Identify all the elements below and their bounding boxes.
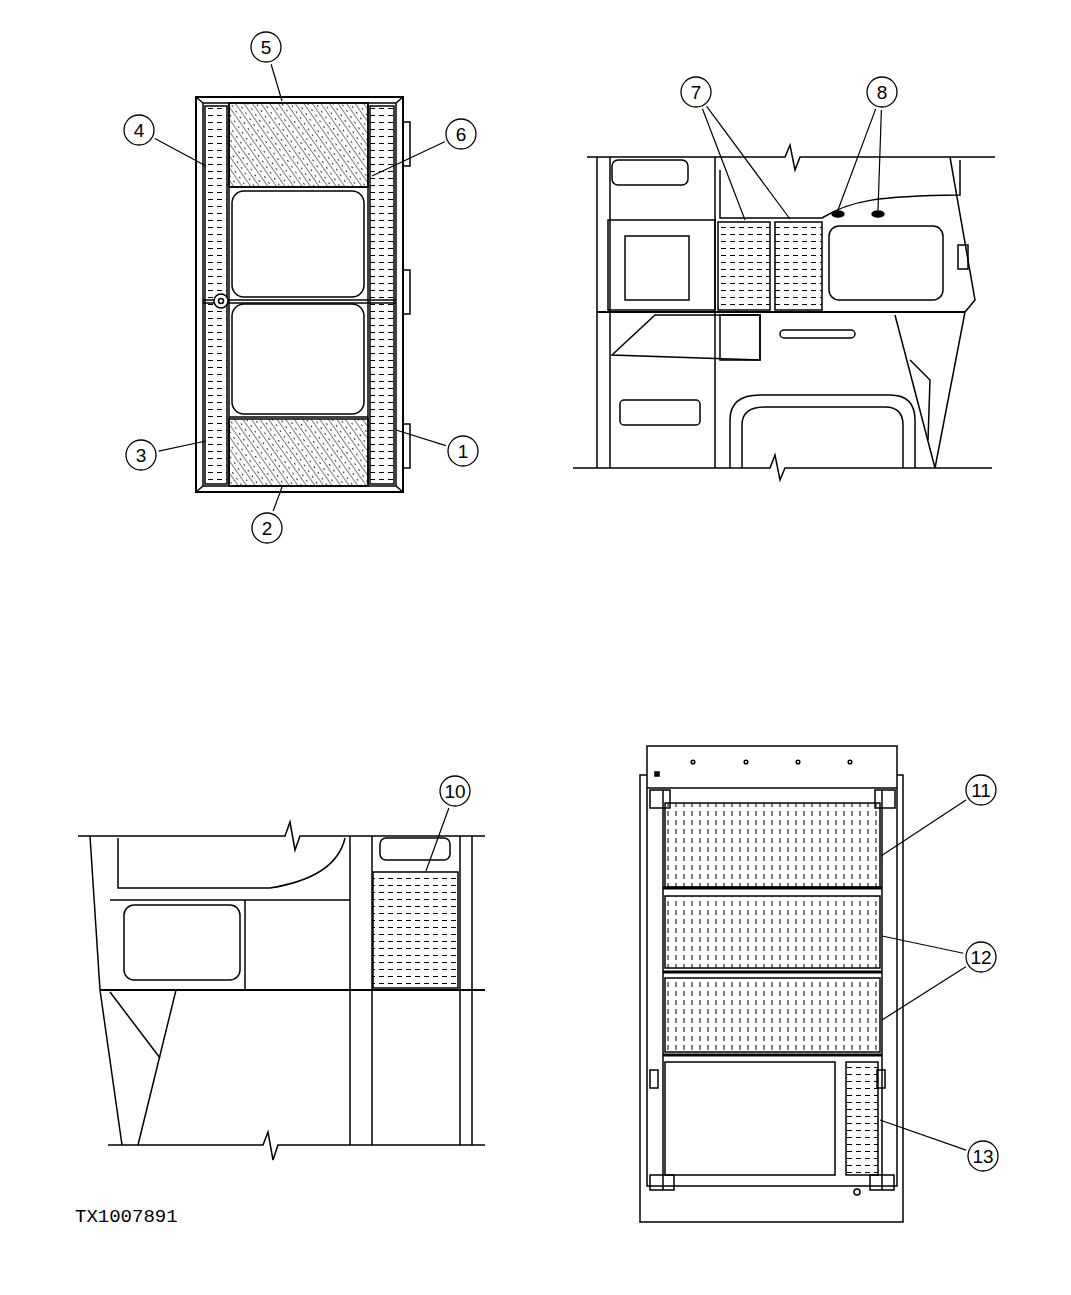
callout-ring xyxy=(867,77,897,107)
callout-number: 8 xyxy=(877,83,888,102)
leader-line xyxy=(881,800,966,856)
callout-number: 7 xyxy=(691,83,702,102)
callout-number: 6 xyxy=(456,125,467,144)
callout-number: 10 xyxy=(444,782,465,801)
leader-line xyxy=(426,808,449,871)
callout-ring xyxy=(126,440,156,470)
callout-ring xyxy=(251,32,281,62)
callout-ring xyxy=(252,513,282,543)
callout-rings xyxy=(124,32,998,1171)
callout-ring xyxy=(968,1141,998,1171)
cab-rear xyxy=(640,746,903,1222)
callout-ring xyxy=(440,776,470,806)
leader-line xyxy=(838,109,876,210)
callout-number: 13 xyxy=(972,1147,993,1166)
callout-number: 12 xyxy=(970,948,991,967)
callout-number: 1 xyxy=(458,442,469,461)
callout-number: 4 xyxy=(134,121,145,140)
leader-line xyxy=(273,487,282,511)
leader-lines xyxy=(155,64,966,1150)
callout-ring xyxy=(966,775,996,805)
figure-code: TX1007891 xyxy=(75,1208,178,1227)
leader-line xyxy=(702,109,745,220)
cab-side-upper xyxy=(573,145,995,480)
leader-line xyxy=(707,106,790,219)
leader-line xyxy=(880,1120,966,1150)
cab-side-lower xyxy=(78,822,485,1160)
callout-ring xyxy=(446,119,476,149)
callout-ring xyxy=(966,942,996,972)
leader-line xyxy=(396,430,446,446)
leader-line xyxy=(372,142,445,176)
leader-line xyxy=(878,110,881,210)
callout-ring xyxy=(681,77,711,107)
callout-number: 11 xyxy=(971,781,991,800)
leader-line xyxy=(155,139,206,166)
leader-line xyxy=(271,64,282,101)
callout-number: 3 xyxy=(136,446,147,465)
leader-line xyxy=(882,967,966,1020)
callout-number: 2 xyxy=(262,519,273,538)
callout-ring xyxy=(448,436,478,466)
leader-line xyxy=(159,441,206,451)
callout-ring xyxy=(124,115,154,145)
leader-line xyxy=(882,936,963,953)
door-view xyxy=(196,97,410,492)
callout-number: 5 xyxy=(261,38,272,57)
